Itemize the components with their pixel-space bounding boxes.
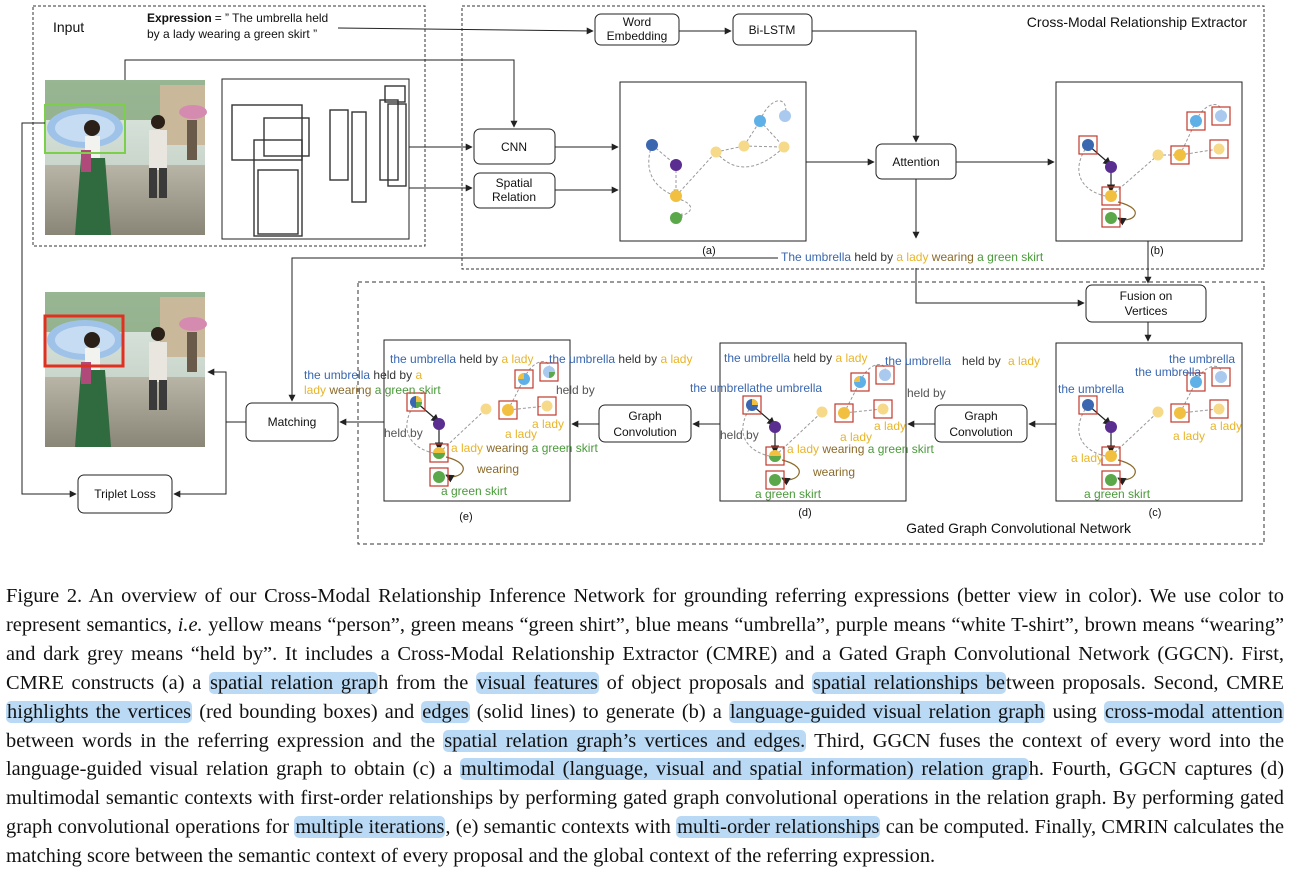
panel-b-label: (b) (1150, 245, 1163, 257)
graph-panel-c: the umbrella the umbrella the umbrella a… (1055, 342, 1243, 519)
expression-line-2: by a lady wearing a green skirt ” (147, 27, 317, 41)
svg-text:a lady: a lady (1008, 354, 1040, 368)
expression-line-1: Expression= ” The umbrella held (147, 11, 328, 25)
svg-text:Convolution: Convolution (949, 425, 1012, 439)
proposal-box (44, 104, 126, 154)
svg-text:held by: held by (907, 386, 946, 400)
svg-text:held by: held by (720, 428, 759, 442)
svg-text:Graph: Graph (628, 409, 661, 423)
grounded-box (43, 314, 125, 368)
input-title: Input (53, 19, 84, 35)
svg-text:the umbrella: the umbrella (1169, 352, 1235, 366)
graph-panel-b: (b) (1055, 81, 1243, 257)
cnn-node: CNN (473, 128, 556, 165)
graph-convolution-node-2: Graph Convolution (598, 404, 692, 443)
svg-text:Vertices: Vertices (1125, 304, 1168, 318)
svg-text:Embedding: Embedding (607, 29, 668, 43)
svg-text:Matching: Matching (268, 415, 317, 429)
e-label-umbrella-held-by-lady-1: the umbrella held by a lady (390, 352, 533, 366)
graph-panel-d: the umbrella held by a lady the umbrella… (690, 342, 1040, 519)
svg-text:a lady: a lady (874, 419, 906, 433)
svg-text:a green skirt: a green skirt (755, 487, 822, 501)
svg-text:a lady: a lady (1173, 429, 1205, 443)
d-label-umbrella-held-by-lady: the umbrella held by a lady (724, 351, 867, 365)
ggcn-region (357, 281, 1265, 545)
svg-text:Spatial: Spatial (496, 176, 533, 190)
svg-text:wearing: wearing (812, 465, 855, 479)
proposal-boxes-panel (221, 78, 410, 240)
svg-text:the umbrella: the umbrella (1135, 365, 1201, 379)
panel-c-label: (c) (1149, 507, 1162, 519)
svg-text:held by: held by (962, 354, 1001, 368)
svg-text:a lady: a lady (1071, 451, 1103, 465)
e-label-lady-wearing-green: a lady wearing a green skirt (451, 441, 598, 455)
svg-text:a lady: a lady (840, 430, 872, 444)
output-photo (43, 292, 207, 447)
svg-text:wearing: wearing (476, 462, 519, 476)
attention-node: Attention (875, 143, 957, 180)
colored-expression: The umbrella held by a lady wearing a gr… (781, 250, 1044, 264)
svg-text:the umbrella: the umbrella (885, 354, 951, 368)
svg-text:Convolution: Convolution (613, 425, 676, 439)
svg-text:Word: Word (623, 15, 651, 29)
svg-text:a green skirt: a green skirt (441, 484, 508, 498)
bilstm-node: Bi-LSTM (732, 13, 813, 46)
svg-text:Attention: Attention (892, 155, 939, 169)
panel-e-label: (e) (459, 511, 472, 523)
spatial-relation-node: Spatial Relation (473, 172, 556, 209)
svg-text:held by: held by (384, 426, 423, 440)
fusion-node: Fusion on Vertices (1085, 284, 1207, 323)
panel-d-label: (d) (798, 507, 811, 519)
svg-text:Fusion on: Fusion on (1120, 289, 1173, 303)
word-embedding-node: Word Embedding (594, 13, 680, 46)
graph-panel-a: (a) (619, 81, 807, 257)
e-label-umbrella-held-by: the umbrella held by a (304, 368, 422, 382)
svg-text:the umbrella: the umbrella (756, 381, 822, 395)
svg-text:a lady: a lady (505, 427, 537, 441)
input-region (32, 5, 426, 247)
e-label-umbrella-held-by-lady-2: the umbrella held by a lady (549, 352, 692, 366)
panel-a-label: (a) (702, 245, 715, 257)
svg-text:the umbrella: the umbrella (1058, 382, 1124, 396)
svg-text:a green skirt: a green skirt (1084, 487, 1151, 501)
cmre-region (461, 5, 1265, 270)
connectors (21, 27, 1152, 498)
e-label-lady-wearing-skirt: lady wearing a green skirt (304, 383, 441, 397)
svg-text:Relation: Relation (492, 190, 536, 204)
svg-text:a lady: a lady (532, 417, 564, 431)
input-photo (44, 80, 207, 235)
svg-text:the umbrella: the umbrella (690, 381, 756, 395)
svg-text:Bi-LSTM: Bi-LSTM (749, 23, 796, 37)
ggcn-title: Gated Graph Convolutional Network (906, 520, 1132, 536)
figure-caption: Figure 2. An overview of our Cross-Modal… (6, 585, 1284, 868)
svg-text:a lady: a lady (1210, 419, 1242, 433)
svg-text:CNN: CNN (501, 140, 527, 154)
graph-panel-e: the umbrella held by a lady the umbrella… (304, 339, 692, 523)
triplet-loss-node: Triplet Loss (77, 474, 173, 514)
svg-text:Graph: Graph (964, 409, 997, 423)
cmrin-overview-figure: Input Expression= ” The umbrella held by… (21, 5, 1265, 545)
cmre-title: Cross-Modal Relationship Extractor (1027, 14, 1248, 30)
d-label-lady-wearing-skirt: a lady wearing a green skirt (787, 442, 934, 456)
graph-convolution-node-1: Graph Convolution (934, 404, 1028, 443)
matching-node: Matching (245, 402, 339, 442)
svg-text:Triplet Loss: Triplet Loss (94, 487, 156, 501)
svg-text:held by: held by (556, 383, 595, 397)
